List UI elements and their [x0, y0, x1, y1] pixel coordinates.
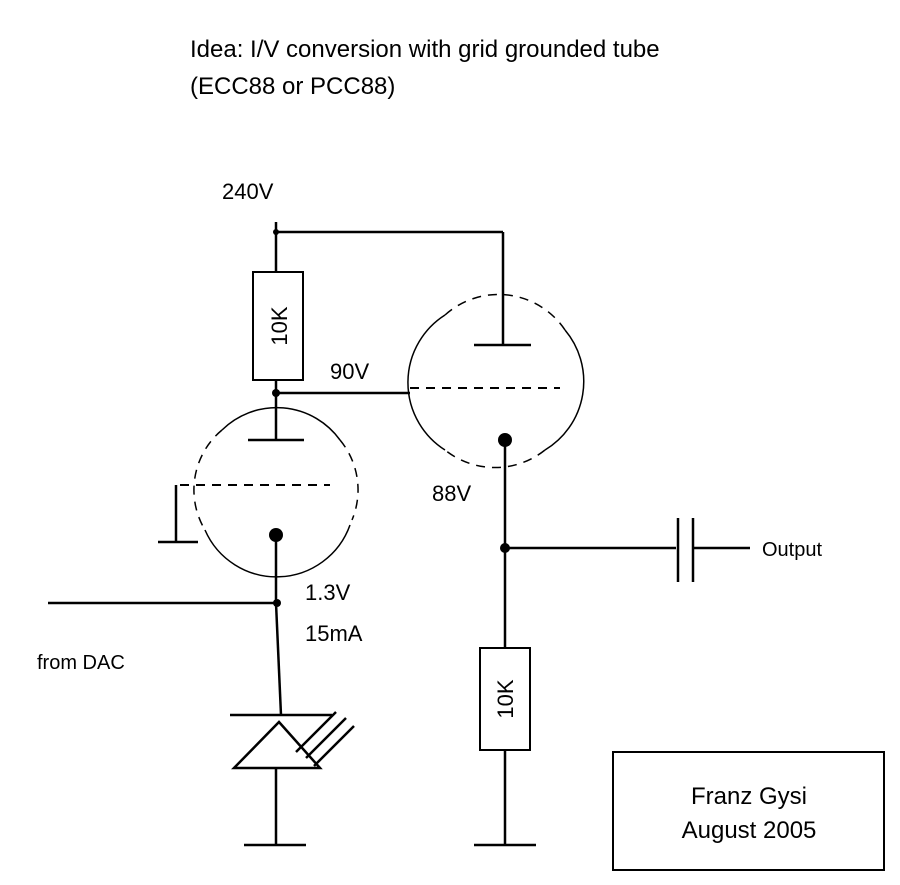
tube-1-grid-ground [158, 485, 198, 544]
cathode2-voltage-label: 88V [432, 481, 471, 506]
tube-2 [407, 293, 585, 469]
input-label: from DAC [37, 652, 125, 674]
credit-author: Franz Gysi [691, 783, 807, 810]
supply-rail [273, 222, 505, 300]
cathode1-voltage-label: 1.3V [305, 580, 351, 605]
current-source-symbol [230, 711, 355, 847]
resistor-bottom-value: 10K [493, 679, 518, 718]
supply-voltage-label: 240V [222, 179, 274, 204]
anode-voltage-label: 90V [330, 359, 369, 384]
ground-cathode-load [474, 750, 536, 847]
title-line2: (ECC88 or PCC88) [190, 73, 395, 100]
output-label: Output [762, 539, 822, 561]
resistor-cathode-load: 10K [479, 647, 531, 751]
tube-1 [180, 406, 359, 578]
current-label: 15mA [305, 621, 363, 646]
title-line1: Idea: I/V conversion with grid grounded … [190, 36, 660, 63]
output-capacitor [505, 518, 750, 582]
credit-box: Franz Gysi August 2005 [612, 751, 885, 871]
resistor-top-value: 10K [267, 306, 292, 345]
resistor-anode-load: 10K [252, 271, 304, 381]
credit-date: August 2005 [682, 817, 817, 844]
